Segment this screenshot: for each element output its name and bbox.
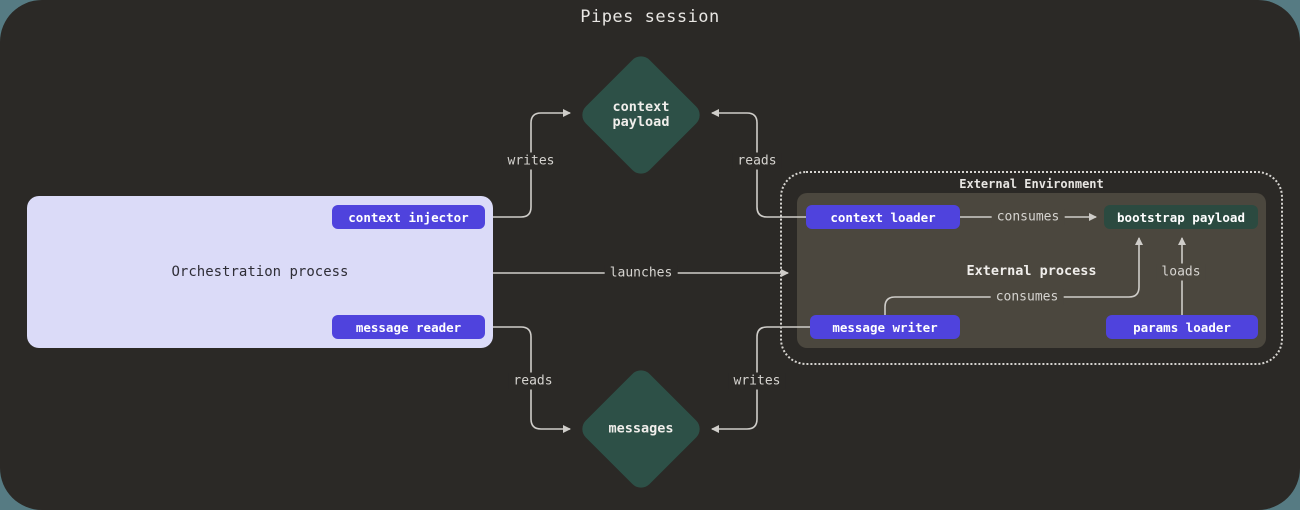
edge-label-consumes-bottom: consumes xyxy=(990,288,1064,306)
node-orchestration-process-label: Orchestration process xyxy=(171,264,349,280)
params-loader-button[interactable]: params loader xyxy=(1106,315,1258,339)
node-context-payload-label: context payload xyxy=(612,99,670,130)
group-external-environment-label: External Environment xyxy=(959,177,1104,191)
context-injector-button[interactable]: context injector xyxy=(332,205,485,229)
diagram-title: Pipes session xyxy=(580,7,720,27)
edge-label-writes-bottom: writes xyxy=(728,372,786,390)
edge-label-reads-bottom: reads xyxy=(508,372,558,390)
bootstrap-payload-button[interactable]: bootstrap payload xyxy=(1104,205,1258,229)
node-messages-label: messages xyxy=(608,420,674,437)
group-external-environment: External Environment xyxy=(780,171,1283,365)
message-writer-button[interactable]: message writer xyxy=(810,315,960,339)
message-reader-button[interactable]: message reader xyxy=(332,315,485,339)
edge-label-launches: launches xyxy=(604,264,678,282)
edge-label-reads-top: reads xyxy=(732,152,782,170)
edge-label-loads: loads xyxy=(1156,263,1206,281)
edge-label-consumes-top: consumes xyxy=(991,208,1065,226)
edge-label-writes-top: writes xyxy=(502,152,560,170)
context-loader-button[interactable]: context loader xyxy=(806,205,960,229)
